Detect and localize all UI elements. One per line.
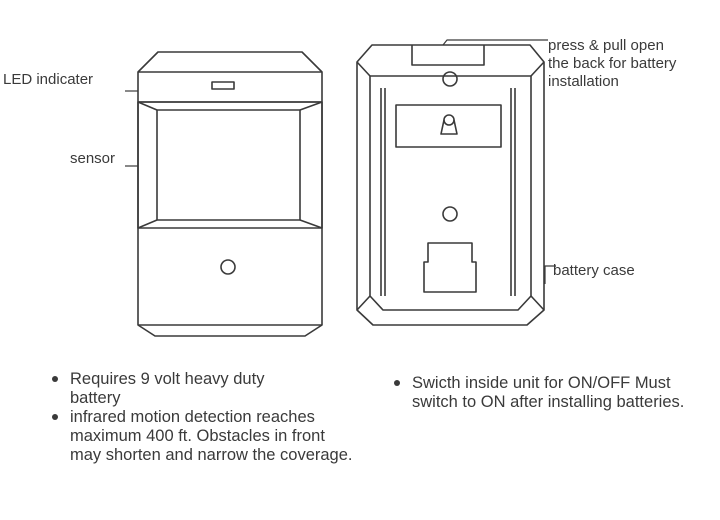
lower-screw-hole [442, 206, 458, 222]
note-battery: Requires 9 volt heavy duty battery [48, 370, 275, 408]
back-inner-panel [369, 75, 532, 311]
back-outer-body [356, 44, 545, 326]
battery-case-leader [544, 265, 556, 284]
led-indicator [211, 81, 235, 90]
notes-left: Requires 9 volt heavy duty battery infra… [48, 370, 353, 465]
back-bevels [356, 61, 545, 311]
label-battery-case: battery case [553, 262, 635, 279]
back-leader [442, 39, 548, 46]
front-outer-body [137, 51, 323, 337]
leader-lines [125, 39, 556, 284]
label-sensor: sensor [70, 150, 116, 167]
label-back-line3: installation [548, 73, 619, 90]
sensor-bevel [137, 101, 323, 229]
note-infrared: infrared motion detection reaches maximu… [48, 408, 355, 465]
label-back-line2: the back for battery [548, 55, 677, 72]
battery-case [423, 242, 477, 293]
side-rails [380, 88, 516, 296]
keyhole [443, 114, 455, 126]
upper-screw-hole [442, 71, 458, 87]
label-led-indicator: LED indicater [3, 71, 94, 88]
sensor-window [156, 109, 301, 221]
keyhole-plate [395, 104, 502, 148]
front-view [137, 51, 323, 337]
keyhole-slot [440, 119, 458, 135]
top-clip [411, 45, 485, 66]
label-back-line1: press & pull open [548, 37, 664, 54]
front-knob [220, 259, 236, 275]
notes-right: Swicth inside unit for ON/OFF Must switc… [390, 374, 720, 412]
note-switch: Swicth inside unit for ON/OFF Must switc… [390, 374, 717, 412]
back-view [356, 44, 545, 326]
sensor-frame [137, 101, 323, 229]
